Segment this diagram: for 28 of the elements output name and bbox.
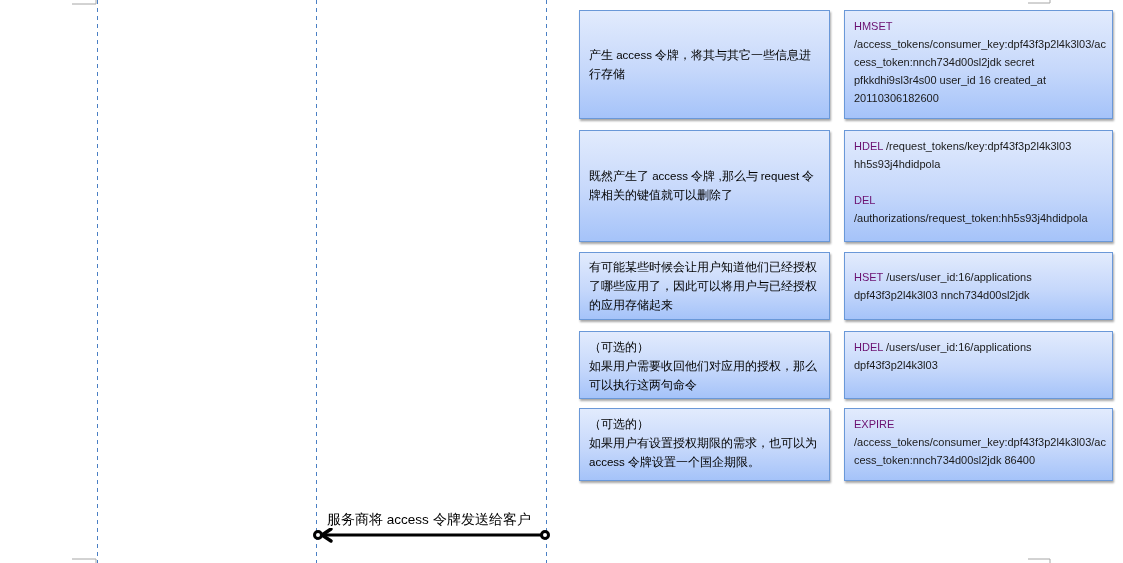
command-text: HDEL /users/user_id:16/applications dpf43f3p2l4k3l03 [854, 340, 1033, 373]
command-box [844, 130, 1113, 242]
note-text: 有可能某些时候会让用户知道他们已经授权了哪些应用了，因此可以将用户与已经授权的应用存储起来 [589, 259, 818, 313]
command-text: HMSET /access_tokens/consumer_key:dpf43f3p2l4k3l03/access_token:nnch734d00sl2jdk secret pfkkdhi9sl3r4s00 user_id 16 created_at 20110306182600 [854, 19, 1106, 106]
note-text: 如果用户需要收回他们对应用的授权，那么可以执行这两句命令 [589, 359, 818, 393]
command-box [844, 252, 1113, 320]
note-text: （可选的） [589, 417, 650, 432]
note-text: （可选的） [589, 340, 650, 355]
lifeline [97, 0, 98, 563]
note-text: 既然产生了 access 令牌 ,那么与 request 令牌相关的键值就可以删除了 [589, 169, 816, 203]
command-box [844, 331, 1113, 399]
command-text: EXPIRE /access_tokens/consumer_key:dpf43f3p2l4k3l03/access_token:nnch734d00sl2jdk 86400 [854, 417, 1106, 468]
edge-label: 服务商将 access 令牌发送给客户 [326, 511, 532, 528]
note-box [579, 10, 830, 119]
command-text: DEL /authorizations/request_token:hh5s93j4hdidpola [854, 193, 1089, 226]
command-box [844, 408, 1113, 481]
note-box [579, 408, 830, 481]
lifeline [546, 0, 547, 563]
command-text: HSET /users/user_id:16/applications dpf43f3p2l4k3l03 nnch734d00sl2jdk [854, 270, 1033, 303]
note-box [579, 331, 830, 399]
note-text: 如果用户有设置授权期限的需求，也可以为 access 令牌设置一个国企期限。 [589, 436, 818, 470]
arrow [312, 527, 550, 543]
command-text: HDEL /request_tokens/key:dpf43f3p2l4k3l03 hh5s93j4hdidpola [854, 139, 1073, 172]
command-box [844, 10, 1113, 119]
note-text: 产生 access 令牌，将其与其它一些信息进行存储 [589, 47, 813, 82]
note-box [579, 252, 830, 320]
lifeline [316, 0, 317, 563]
note-box [579, 130, 830, 242]
